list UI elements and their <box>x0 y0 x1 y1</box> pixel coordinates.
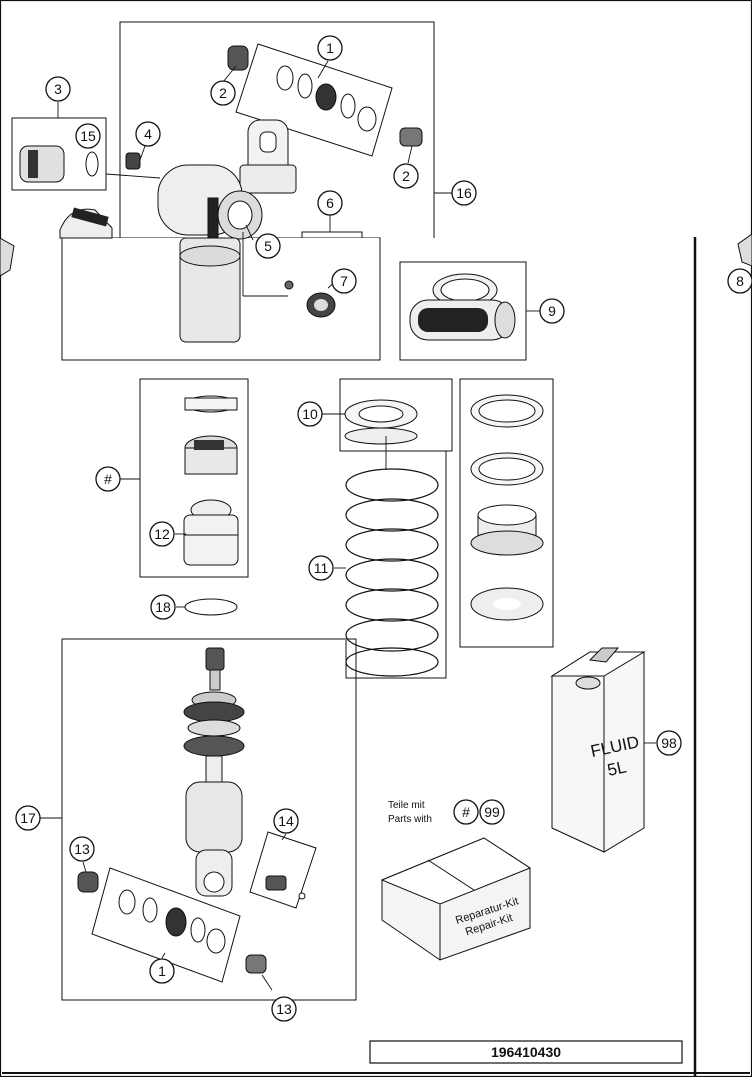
callout-8: 8 <box>727 268 752 294</box>
callout-14: 14 <box>273 808 299 834</box>
svg-text:#: # <box>104 471 112 487</box>
svg-text:10: 10 <box>302 406 318 422</box>
svg-text:16: 16 <box>456 185 472 201</box>
fluid-can-label-line2: 5L <box>606 757 628 780</box>
callout-17: 17 <box>15 805 41 831</box>
repair-kit-box: Reparatur-Kit Repair-Kit <box>380 837 532 961</box>
reservoir-cap-assembly-9 <box>399 261 527 361</box>
spring-retainer-kit <box>459 378 554 648</box>
svg-text:18: 18 <box>155 599 171 615</box>
svg-text:13: 13 <box>74 841 90 857</box>
kit-note-line2: Parts with <box>388 814 432 825</box>
circlip-18 <box>184 598 238 616</box>
callout-4: 4 <box>135 121 161 147</box>
callout-1-bottom: 1 <box>149 958 175 984</box>
svg-text:17: 17 <box>20 810 36 826</box>
callout-99: 99 <box>479 799 505 825</box>
svg-text:2: 2 <box>219 85 227 101</box>
fluid-can: FLUID 5L <box>550 647 646 853</box>
callout-15: 15 <box>75 123 101 149</box>
svg-text:#: # <box>462 804 470 820</box>
callout-98: 98 <box>656 730 682 756</box>
svg-text:6: 6 <box>326 195 334 211</box>
callout-2-a: 2 <box>210 80 236 106</box>
svg-text:98: 98 <box>661 735 677 751</box>
callout-5: 5 <box>255 233 281 259</box>
upper-shock-assembly <box>59 21 435 361</box>
right-edge-partial <box>737 233 752 267</box>
callout-12: 12 <box>149 521 175 547</box>
callout-16: 16 <box>451 180 477 206</box>
callout-10: 10 <box>297 401 323 427</box>
bladder-kit-group <box>139 378 249 578</box>
callout-13-a: 13 <box>69 836 95 862</box>
svg-text:3: 3 <box>54 81 62 97</box>
lower-damper-assembly <box>61 638 357 1001</box>
svg-text:15: 15 <box>80 128 96 144</box>
svg-text:11: 11 <box>314 560 329 576</box>
callout-6: 6 <box>317 190 343 216</box>
svg-text:12: 12 <box>154 526 170 542</box>
callout-18: 18 <box>150 594 176 620</box>
callout-7: 7 <box>331 268 357 294</box>
callout-hash-left: # <box>95 466 121 492</box>
callout-9: 9 <box>539 298 565 324</box>
adjuster-assembly-3 <box>11 117 107 191</box>
kit-note-line1: Teile mit <box>388 800 425 811</box>
callout-3: 3 <box>45 76 71 102</box>
svg-text:5: 5 <box>264 238 272 254</box>
svg-text:99: 99 <box>484 804 500 820</box>
svg-text:4: 4 <box>144 126 152 142</box>
spring-group <box>339 378 453 679</box>
svg-text:13: 13 <box>276 1001 292 1017</box>
left-edge-partial <box>0 237 15 277</box>
svg-text:8: 8 <box>736 273 744 289</box>
svg-text:9: 9 <box>548 303 556 319</box>
svg-text:1: 1 <box>326 40 334 56</box>
callout-2-b: 2 <box>393 163 419 189</box>
diagram-id: 196410430 <box>491 1044 561 1060</box>
svg-text:1: 1 <box>158 963 166 979</box>
callout-1-top: 1 <box>317 35 343 61</box>
svg-text:7: 7 <box>340 273 348 289</box>
svg-text:2: 2 <box>402 168 410 184</box>
callout-13-b: 13 <box>271 996 297 1022</box>
callout-hash-note: # <box>453 799 479 825</box>
callout-11: 11 <box>308 555 334 581</box>
leader-lines <box>40 60 656 991</box>
diagram-id-box <box>369 1040 683 1064</box>
svg-text:14: 14 <box>278 813 294 829</box>
